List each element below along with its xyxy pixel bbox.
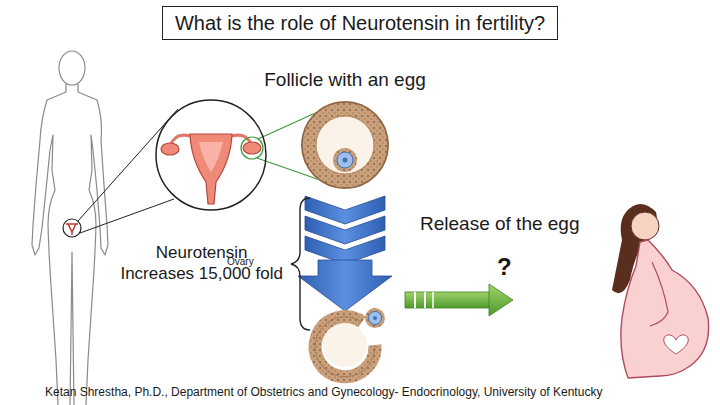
uterus-drawing <box>199 142 223 172</box>
pregnant-woman <box>612 204 709 378</box>
question-mark: ? <box>497 252 512 282</box>
released-follicle <box>323 323 367 367</box>
woman-outline <box>32 84 66 405</box>
released-follicle <box>365 308 385 328</box>
release-arrow <box>298 196 392 311</box>
released-follicle <box>315 317 375 377</box>
outcome-arrow <box>405 292 491 308</box>
caption: Ketan Shrestha, Ph.D., Department of Obs… <box>45 385 602 399</box>
released-follicle <box>369 312 382 325</box>
outcome-arrow <box>489 284 513 316</box>
zoom-circle: Ovary <box>155 99 267 211</box>
uterus-drawing <box>161 134 261 204</box>
follicle-drawing <box>316 116 374 174</box>
follicle-circle: Follicle with an egg <box>301 101 389 189</box>
release-arrow <box>298 260 392 311</box>
pelvis-callout <box>78 109 178 221</box>
woman-outline <box>78 84 108 405</box>
pregnant-woman <box>631 212 659 240</box>
circle-outline <box>155 99 267 211</box>
follicle-drawing <box>343 158 348 163</box>
woman-outline <box>70 252 74 405</box>
released-follicle <box>315 308 385 377</box>
title: What is the role of Neurotensin in ferti… <box>162 6 558 40</box>
circle-outline <box>156 100 266 210</box>
uterus-drawing <box>161 143 179 155</box>
outcome-arrow <box>424 292 426 308</box>
uterus-drawing <box>243 142 261 154</box>
follicle-drawing <box>301 101 389 189</box>
circle-outline <box>302 102 388 188</box>
released-follicle <box>373 316 377 320</box>
pelvis-callout <box>63 109 178 237</box>
follicle-drawing <box>333 148 357 172</box>
pregnant-woman <box>621 240 709 378</box>
released-follicle <box>315 317 375 377</box>
outcome-arrow <box>432 292 434 308</box>
outcome-arrow <box>414 292 416 308</box>
pregnant-woman <box>664 335 689 354</box>
pelvis-callout <box>66 224 78 235</box>
zoom-lines <box>241 137 263 159</box>
uterus-drawing <box>190 134 232 204</box>
woman-outline <box>59 51 85 85</box>
effect-label: Neurotensin Increases 15,000 fold <box>118 242 285 285</box>
pelvis-callout <box>63 219 81 237</box>
woman-outline <box>32 51 108 405</box>
title-frame: What is the role of Neurotensin in ferti… <box>0 6 720 40</box>
outcome-arrow <box>405 284 513 316</box>
bracket <box>291 198 310 330</box>
process-label: Release of the egg <box>420 212 580 236</box>
pelvis-callout <box>80 199 174 233</box>
node-heading: Follicle with an egg <box>264 69 426 92</box>
follicle-drawing <box>337 152 353 168</box>
follicle-drawing <box>301 101 389 189</box>
circle-outline <box>301 101 389 189</box>
pregnant-woman <box>650 262 668 326</box>
